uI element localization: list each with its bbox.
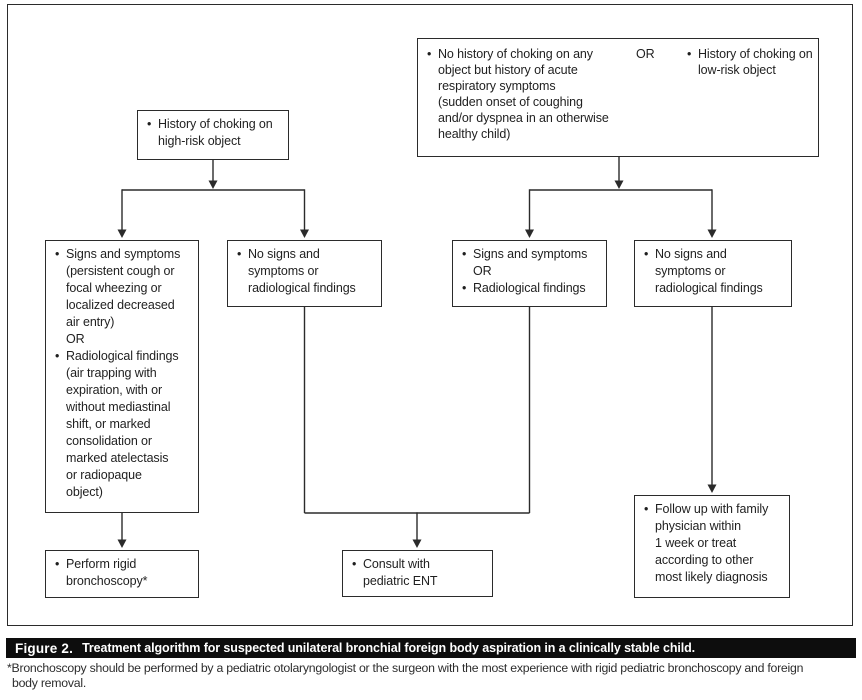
bullet-icon: • bbox=[55, 349, 60, 363]
figure-border bbox=[7, 4, 853, 626]
bullet-icon: • bbox=[147, 117, 152, 131]
bullet-text: Consult with pediatric ENT bbox=[363, 557, 438, 588]
bullet-item: • No signs and symptoms or radiological f… bbox=[643, 246, 783, 297]
node-consult-pediatric-ent: • Consult with pediatric ENT bbox=[342, 550, 493, 597]
bullet-item: • Radiological findings bbox=[461, 280, 598, 297]
bullet-text: Signs and symptoms (persistent cough or … bbox=[66, 247, 181, 346]
bullet-icon: • bbox=[55, 557, 60, 571]
bullet-item: • Perform rigid bronchoscopy* bbox=[54, 556, 190, 590]
bullet-item: • Signs and symptoms OR bbox=[461, 246, 598, 280]
bullet-item: • No history of choking on any object but… bbox=[426, 46, 632, 142]
bullet-item: • History of choking on high-risk object bbox=[146, 116, 280, 150]
node-history-high-risk: • History of choking on high-risk object bbox=[137, 110, 289, 160]
node-columns: • No history of choking on any object but… bbox=[426, 46, 813, 142]
bullet-icon: • bbox=[462, 247, 467, 261]
bullet-icon: • bbox=[644, 502, 649, 516]
node-low-risk-column: • History of choking on low-risk object bbox=[686, 46, 813, 78]
bullet-icon: • bbox=[462, 281, 467, 295]
bullet-item: • Follow up with family physician within … bbox=[643, 501, 781, 586]
node-no-history-or-low-risk: • No history of choking on any object but… bbox=[417, 38, 819, 157]
bullet-text: History of choking on low-risk object bbox=[698, 47, 813, 77]
bullet-icon: • bbox=[687, 47, 692, 61]
node-no-signs-right: • No signs and symptoms or radiological f… bbox=[634, 240, 792, 307]
bullet-text: Perform rigid bronchoscopy* bbox=[66, 557, 148, 588]
node-perform-rigid-bronchoscopy: • Perform rigid bronchoscopy* bbox=[45, 550, 199, 598]
bullet-icon: • bbox=[352, 557, 357, 571]
bullet-item: • Radiological findings (air trapping wit… bbox=[54, 348, 190, 501]
bullet-text: Radiological findings (air trapping with… bbox=[66, 349, 179, 499]
node-signs-or-radiological: • Signs and symptoms OR • Radiological find… bbox=[452, 240, 607, 307]
bullet-icon: • bbox=[644, 247, 649, 261]
bullet-text: Follow up with family physician within 1… bbox=[655, 502, 769, 584]
bullet-text: No history of choking on any object but … bbox=[438, 47, 609, 141]
node-no-signs-left: • No signs and symptoms or radiological f… bbox=[227, 240, 382, 307]
bullet-text: No signs and symptoms or radiological fi… bbox=[655, 247, 763, 295]
bullet-text: Signs and symptoms OR bbox=[473, 247, 588, 278]
bullet-item: • Consult with pediatric ENT bbox=[351, 556, 484, 590]
footnote: *Bronchoscopy should be performed by a p… bbox=[7, 661, 804, 690]
caption-text: Treatment algorithm for suspected unilat… bbox=[82, 641, 696, 655]
caption-bar: Figure 2. Treatment algorithm for suspec… bbox=[6, 638, 856, 658]
bullet-icon: • bbox=[55, 247, 60, 261]
node-signs-symptoms-or-radiological-detailed: • Signs and symptoms (persistent cough or… bbox=[45, 240, 199, 513]
bullet-item: • History of choking on low-risk object bbox=[686, 46, 813, 78]
figure-label: Figure 2. bbox=[15, 640, 74, 656]
node-no-history-column: • No history of choking on any object but… bbox=[426, 46, 632, 142]
bullet-icon: • bbox=[237, 247, 242, 261]
bullet-text: Radiological findings bbox=[473, 281, 586, 295]
bullet-item: • No signs and symptoms or radiological f… bbox=[236, 246, 373, 297]
bullet-text: No signs and symptoms or radiological fi… bbox=[248, 247, 356, 295]
bullet-item: • Signs and symptoms (persistent cough or… bbox=[54, 246, 190, 348]
node-follow-up-family-physician: • Follow up with family physician within … bbox=[634, 495, 790, 598]
bullet-text: History of choking on high-risk object bbox=[158, 117, 273, 148]
or-label: OR bbox=[636, 47, 655, 61]
bullet-icon: • bbox=[427, 47, 432, 61]
